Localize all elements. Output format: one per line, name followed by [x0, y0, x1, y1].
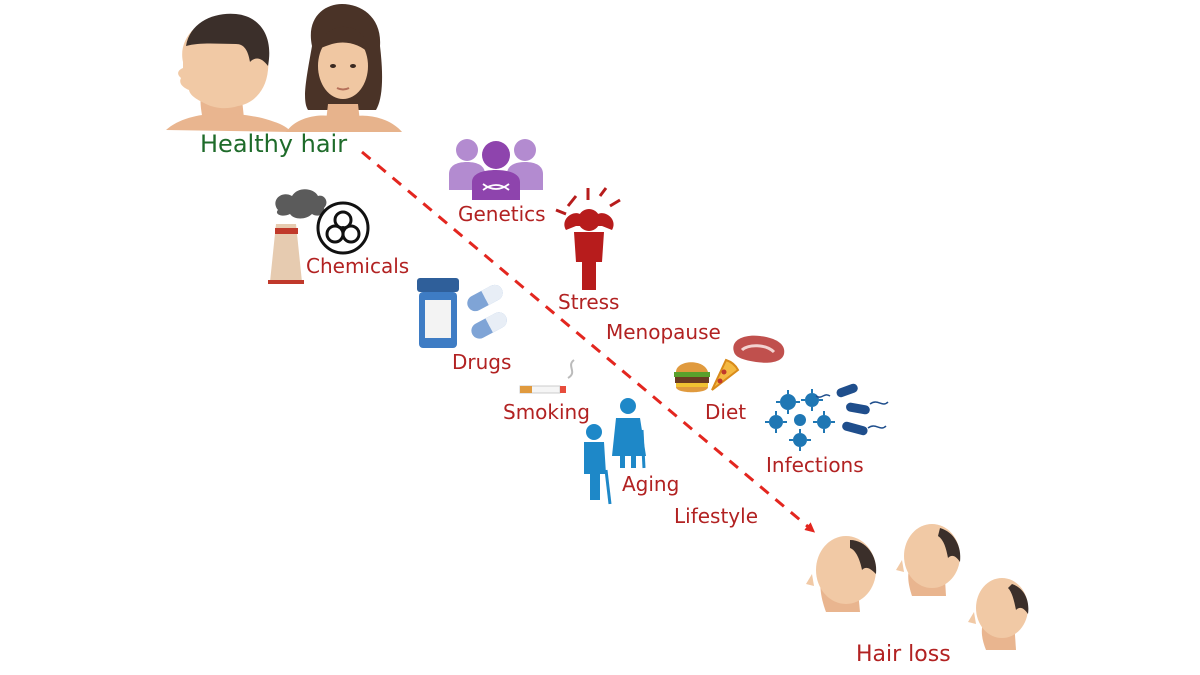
progression-arrow: [361, 150, 816, 533]
pizza-icon: [711, 358, 740, 391]
elderly-couple-icon: [584, 398, 646, 505]
menopause-label: Menopause: [606, 320, 721, 344]
aging-label: Aging: [622, 472, 680, 496]
balding-head-icon: [896, 524, 961, 596]
capsule-icon: [467, 284, 507, 339]
stressed-person-icon: [555, 187, 621, 290]
woman-head-icon: [286, 4, 402, 132]
pill-bottle-icon: [417, 278, 459, 348]
hair-loss-label: Hair loss: [856, 642, 951, 667]
drugs-label: Drugs: [452, 350, 512, 374]
lifestyle-label: Lifestyle: [674, 504, 759, 528]
cigarette-icon: [519, 359, 575, 394]
bacteria-icon: [815, 383, 889, 436]
diet-label: Diet: [705, 400, 747, 424]
virus-icon: [765, 389, 835, 451]
steak-icon: [733, 335, 785, 363]
smoking-label: Smoking: [503, 400, 590, 424]
infections-label: Infections: [766, 453, 864, 477]
balding-head-icon: [968, 578, 1029, 650]
burger-icon: [674, 362, 710, 393]
chemicals-label: Chemicals: [306, 254, 410, 278]
biohazard-icon: [316, 201, 370, 255]
factory-icon: [268, 189, 327, 284]
genetics-label: Genetics: [458, 202, 546, 226]
man-head-icon: [166, 13, 290, 132]
stress-label: Stress: [558, 290, 620, 314]
balding-head-icon: [806, 536, 877, 612]
healthy-hair-label: Healthy hair: [200, 130, 348, 158]
dna-family-icon: [449, 139, 543, 200]
